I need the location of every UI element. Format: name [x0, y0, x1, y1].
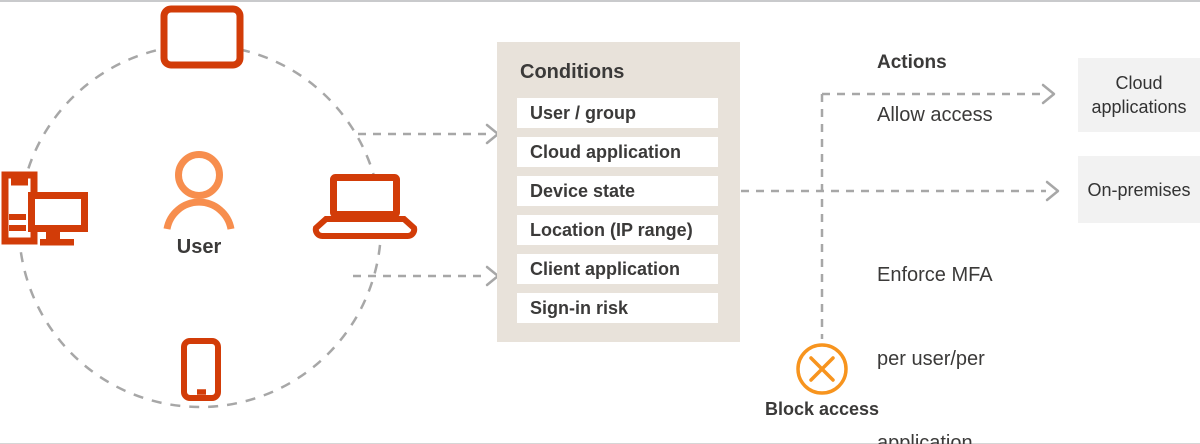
cloud-applications-box: Cloud applications	[1078, 58, 1200, 132]
condition-item-device-state: Device state	[517, 176, 718, 206]
top-border	[0, 0, 1200, 2]
user-label: User	[176, 236, 222, 258]
on-premises-label: On-premises	[1087, 179, 1191, 200]
laptop-icon	[312, 174, 418, 239]
arrow-to-on-premises	[741, 180, 1060, 202]
condition-item-sign-in-risk: Sign-in risk	[517, 293, 718, 323]
condition-item-user-group: User / group	[517, 98, 718, 128]
conditions-panel: Conditions User / group Cloud applicatio…	[497, 42, 740, 342]
enforce-mfa-line2: per user/per	[877, 348, 985, 370]
circle-x-icon	[796, 343, 848, 395]
desktop-icon	[1, 171, 88, 246]
tablet-icon	[160, 5, 244, 69]
arrow-to-cloud-applications	[822, 83, 1056, 105]
block-access-label: Block access	[764, 399, 880, 419]
enforce-mfa-line3: application	[877, 432, 973, 444]
enforce-mfa-line1: Enforce MFA	[877, 264, 993, 286]
condition-item-cloud-application: Cloud application	[517, 137, 718, 167]
conditions-title: Conditions	[520, 61, 625, 83]
allow-access-label: Allow access	[877, 104, 993, 126]
condition-item-location: Location (IP range)	[517, 215, 718, 245]
enforce-mfa-label: Enforce MFA per user/per application	[877, 205, 993, 444]
actions-title: Actions	[877, 52, 947, 73]
arrow-to-conditions-upper	[358, 123, 500, 145]
on-premises-box: On-premises	[1078, 156, 1200, 223]
mobile-icon	[181, 338, 221, 401]
cloud-applications-label: Cloud applications	[1091, 73, 1187, 117]
condition-item-client-application: Client application	[517, 254, 718, 284]
user-icon	[163, 151, 235, 230]
